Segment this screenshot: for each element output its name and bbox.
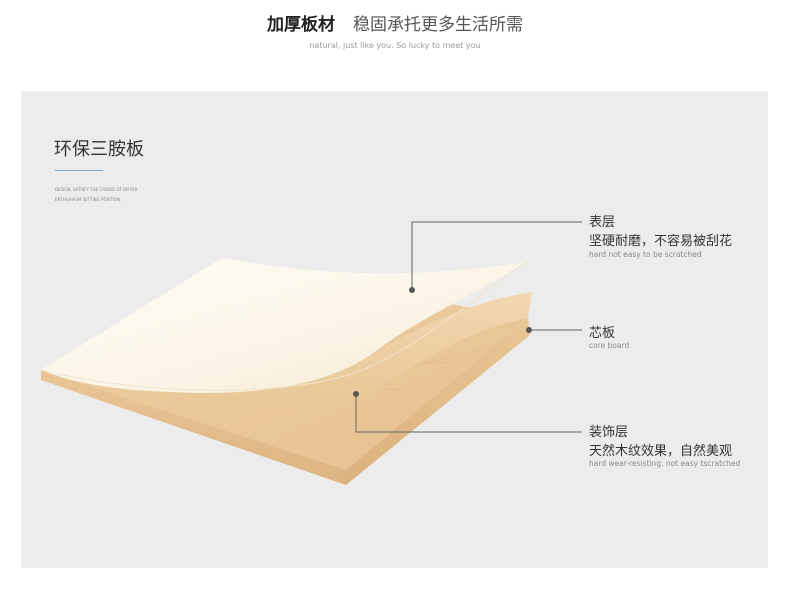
surface-layer-title: 表层	[589, 215, 616, 230]
title-divider	[55, 170, 103, 171]
core-board-title: 芯板	[589, 326, 616, 341]
decor-layer-desc: 天然木纹效果，自然美观	[589, 444, 733, 459]
product-description: DESIGN, SATISFY THE CROWD OF DIFFER ENTH…	[55, 185, 137, 205]
section-subtitle: natural, just like you. So lucky to meet…	[309, 41, 481, 50]
leader-lines	[355, 221, 582, 433]
product-title: 环保三胺板	[54, 139, 144, 160]
surface-layer-shape	[40, 258, 527, 393]
section-heading: 加厚板材稳固承托更多生活所需	[0, 10, 790, 35]
description-line-1: DESIGN, SATISFY THE CROWD OF DIFFER	[55, 187, 138, 192]
description-line-2: ENTHUSIASM SETTING POSITION.	[55, 197, 122, 202]
surface-layer-desc: 坚硬耐磨，不容易被刮花	[589, 234, 733, 249]
leader-dots	[353, 287, 532, 397]
decor-layer-shape	[100, 292, 532, 409]
decor-layer-en: hard wear-resisting, not easy tscratched	[589, 459, 741, 468]
decor-layer-title: 装饰层	[589, 425, 629, 440]
surface-layer-en: hard not easy to be scratched	[589, 250, 702, 259]
heading-strong: 加厚板材	[267, 15, 335, 35]
heading-light: 稳固承托更多生活所需	[353, 15, 523, 35]
core-board-en: core board	[589, 341, 630, 350]
